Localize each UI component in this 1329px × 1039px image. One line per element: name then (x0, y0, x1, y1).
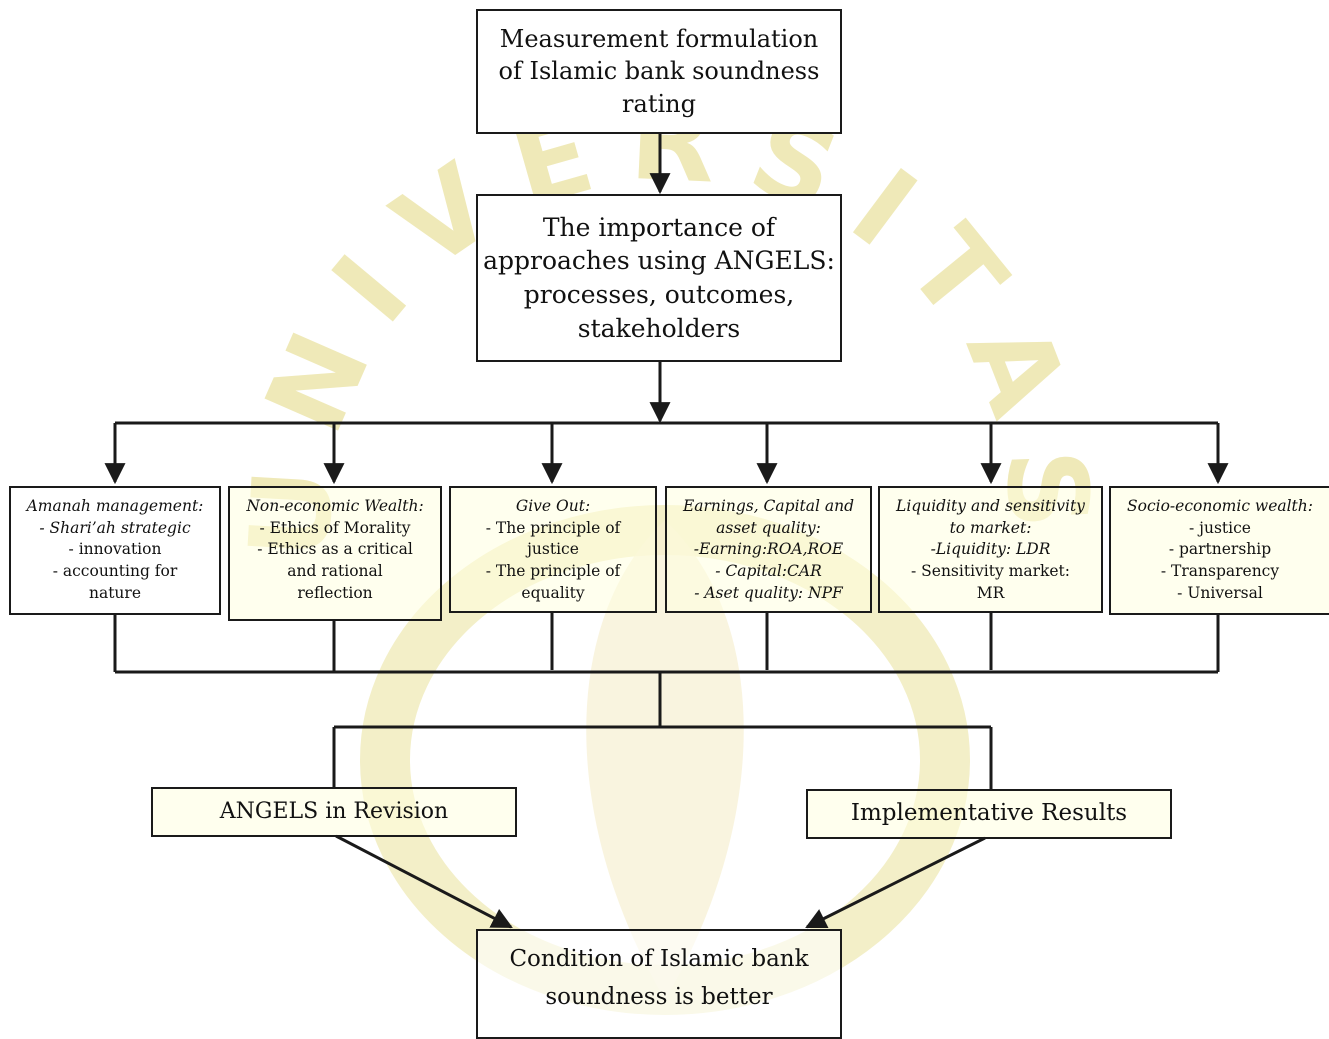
category-item: - Transparency (1160, 562, 1280, 581)
top-box: Measurement formulation of Islamic bank … (476, 9, 842, 134)
category-head: Earnings, Capital and (682, 497, 855, 515)
category-head: Liquidity and sensitivity (896, 497, 1085, 515)
category-item: - Shari’ah strategic (39, 518, 191, 537)
category-box-liquidity: Liquidity and sensitivity to market: -Li… (878, 486, 1103, 613)
top-box-line: of Islamic bank soundness (498, 57, 820, 86)
category-item: - Capital:CAR (715, 562, 822, 581)
implementative-results-box: Implementative Results (806, 789, 1172, 839)
approach-box-line: The importance of (542, 212, 776, 242)
category-head: Give Out: (515, 497, 591, 515)
category-item: - Aset quality: NPF (694, 583, 843, 602)
category-box-non-economic: Non-economic Wealth: - Ethics of Moralit… (228, 486, 442, 621)
category-item: justice (527, 540, 579, 559)
category-item: - Ethics as a critical (257, 540, 413, 559)
category-box-give-out: Give Out: - The principle of justice - T… (449, 486, 657, 613)
category-item: - partnership (1168, 540, 1272, 559)
category-item: -Liquidity: LDR (930, 540, 1051, 559)
approach-box-line: stakeholders (577, 313, 741, 343)
category-item: - The principle of (485, 518, 621, 537)
category-item: MR (976, 583, 1005, 602)
category-head: Socio-economic wealth: (1127, 497, 1313, 515)
angels-revision-label: ANGELS in Revision (219, 799, 449, 825)
category-item: - The principle of (485, 562, 621, 581)
category-head: Non-economic Wealth: (246, 497, 424, 515)
top-box-line: Measurement formulation (499, 24, 819, 53)
category-head: asset quality: (716, 518, 821, 537)
category-item: - innovation (68, 540, 162, 559)
category-head: to market: (949, 518, 1032, 537)
category-box-amanah: Amanah management: - Shari’ah strategic … (9, 486, 221, 615)
category-item: - justice (1189, 518, 1251, 537)
category-item: reflection (297, 583, 373, 602)
category-item: and rational (287, 562, 383, 581)
category-item: -Earning:ROA,ROE (693, 540, 844, 559)
category-item: - Ethics of Morality (259, 518, 411, 537)
category-head: Amanah management: (26, 497, 204, 515)
category-item: - Universal (1177, 583, 1263, 602)
category-item: - Sensitivity market: (910, 562, 1071, 581)
condition-box: Condition of Islamic bank soundness is b… (476, 929, 842, 1039)
category-item: nature (88, 583, 142, 602)
category-box-earnings: Earnings, Capital and asset quality: -Ea… (665, 486, 872, 613)
arrow-results-to-bottom (805, 836, 986, 929)
condition-box-line: Condition of Islamic bank (509, 946, 809, 972)
category-item: - accounting for (52, 562, 178, 581)
approach-box: The importance of approaches using ANGEL… (476, 194, 842, 362)
condition-box-line: soundness is better (545, 983, 773, 1010)
top-box-line: rating (622, 89, 696, 118)
arrow-revision-to-bottom (335, 834, 513, 929)
angels-revision-box: ANGELS in Revision (151, 787, 517, 837)
implementative-results-label: Implementative Results (850, 800, 1128, 827)
approach-box-line: processes, outcomes, (523, 280, 795, 309)
category-box-socio-economic: Socio-economic wealth: - justice - partn… (1109, 486, 1329, 615)
category-item: equality (521, 583, 585, 602)
approach-box-line: approaches using ANGELS: (483, 246, 835, 276)
